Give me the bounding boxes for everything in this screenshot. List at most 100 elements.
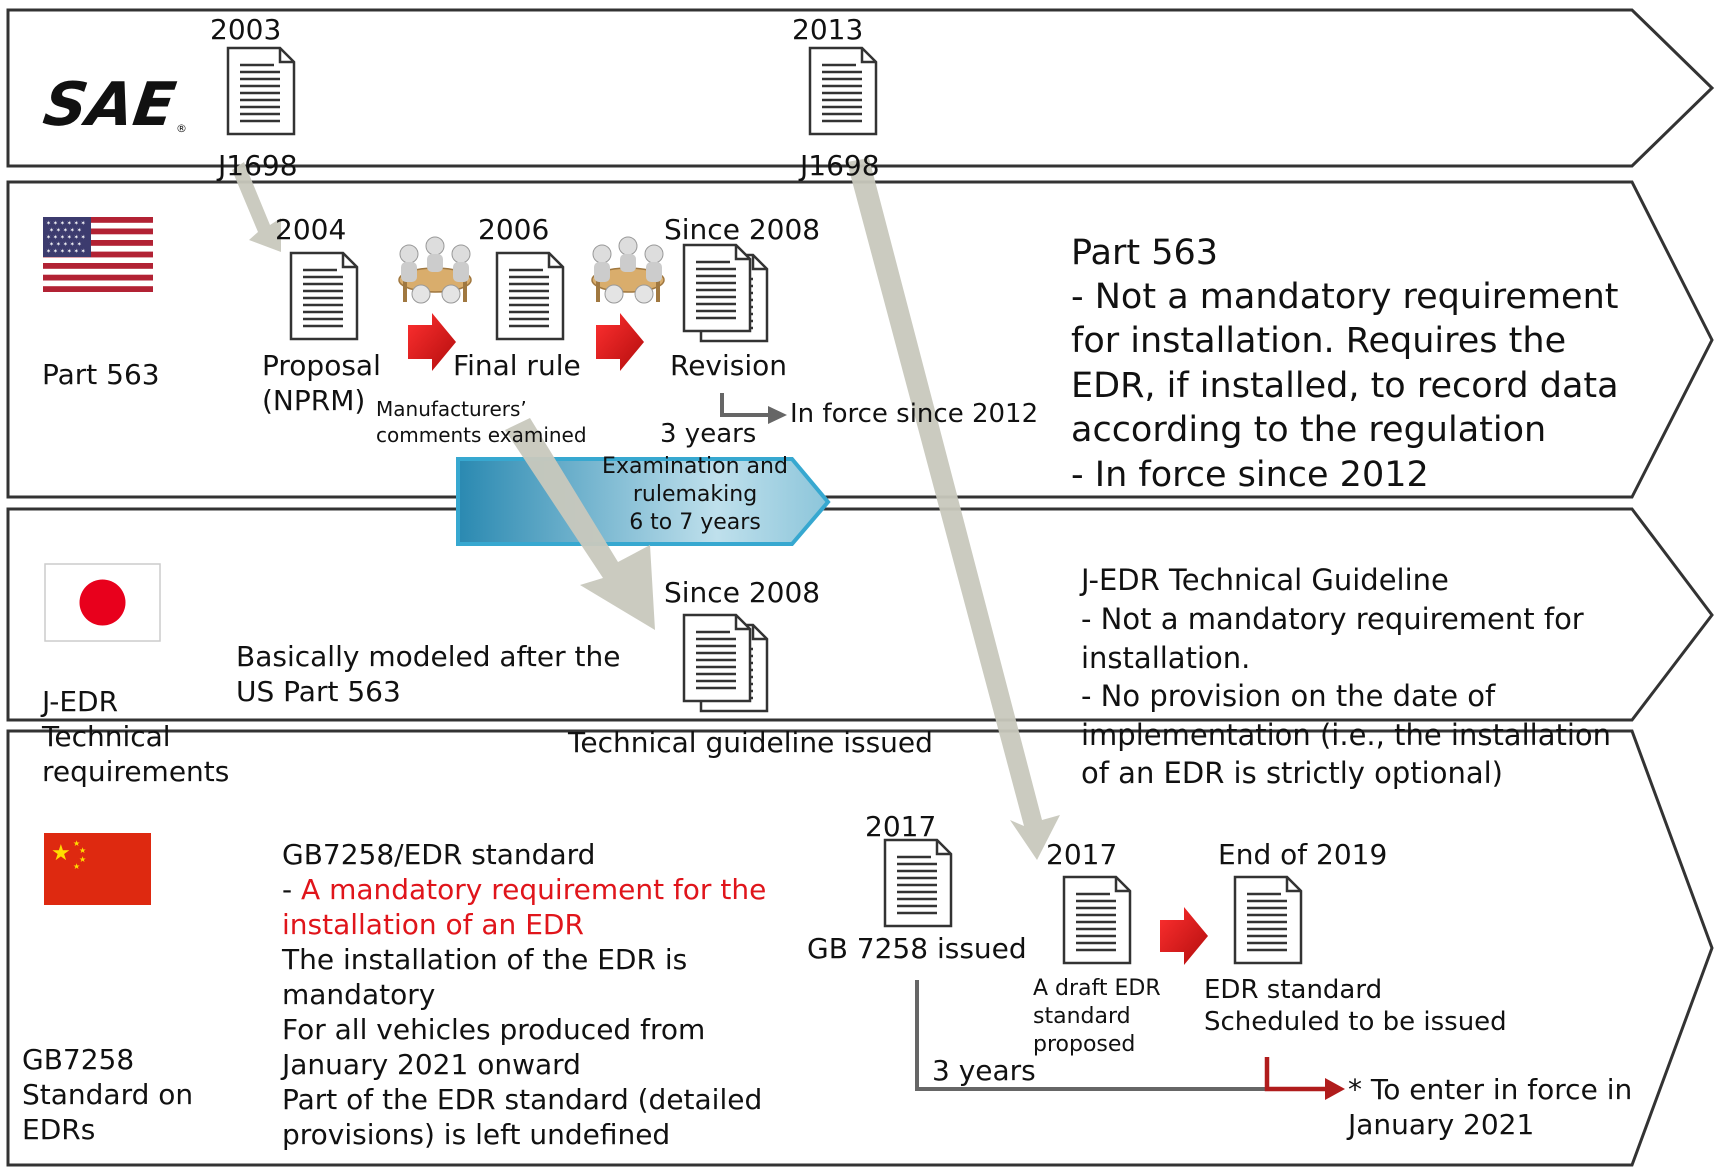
svg-text:★: ★ bbox=[79, 855, 86, 864]
row-frame-japan bbox=[6, 507, 1714, 722]
japan-summary-line1: J-EDR Technical Guideline bbox=[1081, 563, 1449, 597]
china-desc-line4: January 2021 onward bbox=[282, 1048, 581, 1081]
svg-text:★: ★ bbox=[51, 841, 71, 866]
document-icon bbox=[1233, 875, 1303, 965]
china-doc3-line2: Scheduled to be issued bbox=[1204, 1007, 1507, 1037]
china-three-years: 3 years bbox=[932, 1054, 1036, 1087]
us-summary-title: Part 563 bbox=[1071, 233, 1219, 273]
china-doc1-label: GB 7258 issued bbox=[807, 932, 1027, 965]
japan-summary-line2: - Not a mandatory requirement for bbox=[1081, 602, 1584, 636]
us-step-revision: Revision bbox=[670, 349, 788, 382]
document-icon bbox=[226, 46, 296, 136]
document-icon bbox=[682, 243, 752, 333]
arrow-sae2013-to-china bbox=[847, 158, 1060, 860]
us-in-force-since-2012: In force since 2012 bbox=[790, 399, 1039, 429]
arrowhead-icon bbox=[768, 406, 787, 424]
svg-text:✶ ✶ ✶ ✶ ✶ ✶: ✶ ✶ ✶ ✶ ✶ ✶ bbox=[46, 220, 86, 227]
svg-text:★: ★ bbox=[73, 862, 80, 871]
us-step-nprm: (NPRM) bbox=[262, 384, 366, 417]
china-desc-red-line1: - A mandatory requirement for the bbox=[282, 873, 766, 906]
gray-flow-arrows bbox=[232, 158, 1060, 860]
arrow-sae-to-proposal bbox=[232, 162, 281, 252]
us-three-years: 3 years bbox=[660, 419, 757, 449]
us-step-year-since-2008: Since 2008 bbox=[664, 213, 821, 246]
china-desc-line2: mandatory bbox=[282, 978, 436, 1011]
document-icon bbox=[289, 251, 359, 341]
japan-row-label-line2: Technical bbox=[42, 720, 171, 753]
arrow-us-to-japan bbox=[505, 418, 655, 630]
china-doc2-line3: proposed bbox=[1033, 1032, 1136, 1057]
china-row-label-line1: GB7258 bbox=[22, 1043, 135, 1076]
china-desc-line1: The installation of the EDR is bbox=[282, 943, 688, 976]
china-doc2-year: 2017 bbox=[1046, 838, 1118, 871]
us-step-year-2004: 2004 bbox=[275, 213, 347, 246]
china-doc1-year: 2017 bbox=[865, 810, 937, 843]
china-desc-line6: provisions) is left undefined bbox=[282, 1118, 671, 1151]
comments-label-line1: Manufacturers’ bbox=[376, 397, 527, 421]
dash: - bbox=[282, 873, 302, 906]
svg-text:★: ★ bbox=[79, 846, 86, 855]
exam-label-line1: Examination and bbox=[602, 454, 788, 479]
china-desc-line3: For all vehicles produced from bbox=[282, 1013, 706, 1046]
sae-logo: SAE ® bbox=[39, 70, 187, 140]
japan-summary-line3: installation. bbox=[1081, 641, 1251, 675]
china-desc-red-text: A mandatory requirement for the bbox=[301, 873, 767, 906]
exam-label-line3: 6 to 7 years bbox=[629, 510, 761, 535]
us-step-proposal: Proposal bbox=[262, 349, 381, 382]
red-arrow-icon bbox=[596, 313, 644, 371]
japan-row-label-line3: requirements bbox=[42, 755, 230, 788]
us-summary-line1: - Not a mandatory requirement bbox=[1071, 277, 1619, 317]
exam-label-line2: rulemaking bbox=[632, 482, 758, 507]
china-doc2-line1: A draft EDR bbox=[1033, 976, 1161, 1001]
china-doc3-line1: EDR standard bbox=[1204, 975, 1383, 1005]
us-row-label: Part 563 bbox=[42, 358, 160, 391]
japan-flag bbox=[44, 563, 161, 642]
china-row-label-line2: Standard on bbox=[22, 1078, 194, 1111]
china-force-line1: * To enter in force in bbox=[1348, 1073, 1633, 1106]
japan-year-since-2008: Since 2008 bbox=[664, 576, 821, 609]
japan-summary-line6: of an EDR is strictly optional) bbox=[1081, 756, 1504, 790]
document-icon bbox=[808, 46, 878, 136]
enter-force-arrow bbox=[1264, 1057, 1330, 1092]
china-three-years-bracket bbox=[915, 980, 1270, 1091]
china-force-line2: January 2021 bbox=[1348, 1108, 1535, 1141]
us-summary-line4: according to the regulation bbox=[1071, 410, 1547, 450]
china-doc2-line2: standard bbox=[1033, 1004, 1131, 1029]
svg-text:✶ ✶ ✶ ✶ ✶: ✶ ✶ ✶ ✶ ✶ bbox=[49, 241, 82, 248]
sae-doc-year-2013: 2013 bbox=[792, 13, 864, 46]
china-doc3-year: End of 2019 bbox=[1218, 838, 1388, 871]
japan-summary-line4: - No provision on the date of bbox=[1081, 679, 1496, 713]
svg-text:✶ ✶ ✶ ✶ ✶ ✶: ✶ ✶ ✶ ✶ ✶ ✶ bbox=[46, 234, 86, 241]
arrowhead-icon bbox=[1325, 1078, 1345, 1100]
us-step-year-2006: 2006 bbox=[478, 213, 550, 246]
document-icon bbox=[883, 838, 953, 928]
document-icon bbox=[495, 251, 565, 341]
svg-text:★: ★ bbox=[73, 839, 80, 848]
japan-modeled-line2: US Part 563 bbox=[236, 675, 401, 708]
japan-row-label-line1: J-EDR bbox=[42, 685, 119, 718]
comments-label-line2: comments examined bbox=[376, 423, 587, 447]
china-desc-red-line2: installation of an EDR bbox=[282, 908, 584, 941]
us-summary-line2: for installation. Requires the bbox=[1071, 321, 1567, 361]
japan-guideline-issued: Technical guideline issued bbox=[568, 726, 933, 759]
document-icon bbox=[682, 613, 752, 703]
row-frame-china bbox=[6, 729, 1714, 1167]
sae-doc-label-j1698: J1698 bbox=[218, 149, 298, 182]
us-step-final-rule: Final rule bbox=[453, 349, 581, 382]
china-desc-line5: Part of the EDR standard (detailed bbox=[282, 1083, 763, 1116]
china-row-label-line3: EDRs bbox=[22, 1113, 96, 1146]
sae-doc-year-2003: 2003 bbox=[210, 13, 282, 46]
us-summary-line5: - In force since 2012 bbox=[1071, 455, 1429, 495]
svg-text:✶ ✶ ✶ ✶ ✶ ✶: ✶ ✶ ✶ ✶ ✶ ✶ bbox=[46, 248, 86, 255]
china-flag: ★ ★ ★ ★ ★ bbox=[44, 833, 151, 905]
svg-text:✶ ✶ ✶ ✶ ✶: ✶ ✶ ✶ ✶ ✶ bbox=[49, 227, 82, 234]
red-arrow-icon bbox=[408, 313, 456, 371]
red-step-arrows bbox=[408, 313, 1208, 965]
us-summary-line3: EDR, if installed, to record data bbox=[1071, 366, 1619, 406]
svg-text:®: ® bbox=[176, 122, 187, 135]
sae-doc-label-j1698: J1698 bbox=[800, 149, 880, 182]
japan-modeled-line1: Basically modeled after the bbox=[236, 640, 621, 673]
three-years-arrow bbox=[720, 393, 770, 417]
svg-text:SAE: SAE bbox=[39, 70, 179, 140]
